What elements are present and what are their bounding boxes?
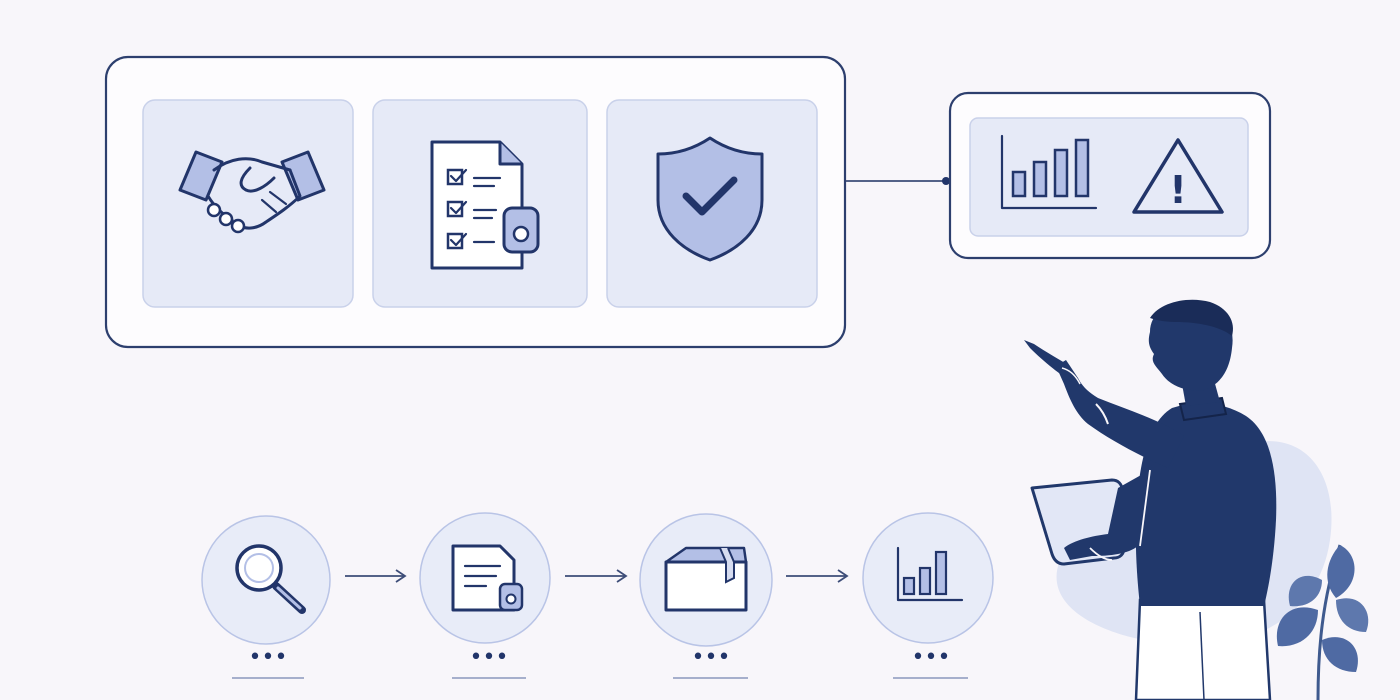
- card-shield: [606, 99, 818, 308]
- step-caption: •••: [912, 645, 951, 670]
- process-step-search: •••: [201, 515, 331, 679]
- warning-glyph: !: [1169, 168, 1186, 212]
- handshake-icon: [178, 150, 326, 234]
- warning-triangle-icon: !: [1132, 138, 1224, 214]
- side-panel: !: [948, 91, 1272, 260]
- checklist-document-icon: [430, 140, 540, 270]
- flow-arrow: [565, 569, 628, 583]
- package-box-icon: [664, 546, 748, 612]
- card-handshake: [142, 99, 354, 308]
- process-flow: ••• •••: [201, 512, 994, 679]
- person-pointing: [1024, 299, 1277, 700]
- connector-dot: [942, 177, 950, 185]
- card-checklist: [372, 99, 588, 308]
- process-step-analytics: •••: [862, 512, 994, 679]
- bar-chart-icon: [896, 546, 964, 602]
- bar-chart-icon: [1000, 134, 1098, 210]
- plant-leaves: [1276, 544, 1369, 700]
- process-step-document: •••: [419, 512, 551, 679]
- shield-check-icon: [656, 136, 764, 262]
- step-caption: •••: [692, 645, 731, 670]
- step-caption: •••: [470, 645, 509, 670]
- document-lock-icon: [451, 544, 524, 612]
- flow-arrow: [786, 569, 849, 583]
- magnifier-icon: [235, 544, 306, 614]
- top-panel: [104, 55, 847, 349]
- step-caption: •••: [249, 645, 288, 670]
- flow-arrow: [345, 569, 407, 583]
- process-step-package: •••: [639, 513, 773, 679]
